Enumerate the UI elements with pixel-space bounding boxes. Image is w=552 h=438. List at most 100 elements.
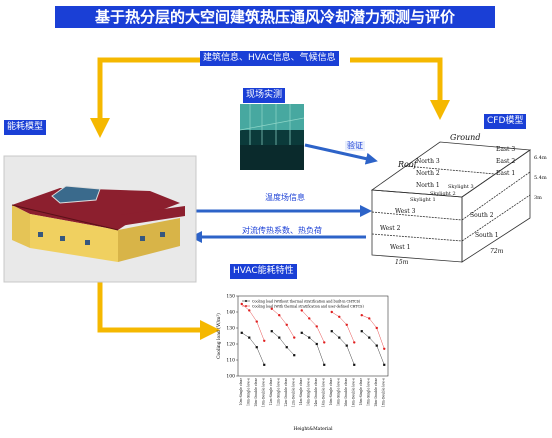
data-point (383, 347, 386, 350)
data-point (270, 330, 273, 333)
cfd-model-label: CFD模型 (484, 114, 527, 129)
y-axis-label: Cooling load (W/m²) (215, 313, 222, 359)
x-tick-label: 14m-Double clear (314, 378, 318, 407)
data-point (368, 317, 371, 320)
x-tick-label: 10m-Single clear (239, 378, 243, 406)
data-point (375, 326, 378, 330)
data-point (315, 342, 318, 346)
x-tick-label: 10m-Double clear (254, 378, 258, 407)
x-tick-label: 12m-Double clear (284, 378, 288, 407)
series-line (331, 311, 355, 343)
data-point (360, 314, 363, 317)
legend-entry: Cooling load (With thermal stratificatio… (252, 305, 364, 309)
data-point (345, 323, 348, 326)
data-point (353, 341, 356, 344)
legend-marker (245, 300, 247, 302)
x-tick-label: 14m-Single low-e (306, 378, 310, 406)
data-point (248, 309, 251, 312)
data-point (293, 336, 296, 339)
x-tick-label: 10m-Single low-e (246, 378, 250, 406)
cfd-zone: West 3 (395, 208, 416, 215)
cfd-zone: East 2 (496, 158, 516, 165)
legend-marker (245, 305, 247, 307)
legend-entry: Cooling load (Without thermal stratifica… (252, 300, 361, 304)
cfd-zone: East 1 (496, 170, 516, 177)
cfd-dim: 5.4m (534, 175, 547, 181)
data-point (330, 310, 333, 314)
cfd-zone: East 3 (496, 146, 516, 153)
window (160, 232, 165, 237)
cfd-dim: 72m (490, 248, 504, 255)
data-point (248, 336, 251, 339)
data-point (323, 363, 326, 366)
cfd-skylight: Skylight 3 (448, 184, 474, 190)
y-tick-label: 120 (226, 342, 235, 348)
window (38, 232, 43, 237)
arrow-verify (304, 143, 378, 165)
y-tick-label: 140 (226, 310, 235, 316)
y-tick-label: 100 (226, 374, 235, 380)
data-point (255, 346, 258, 349)
cfd-zone: South 1 (475, 232, 499, 239)
series-line (271, 331, 295, 356)
series-line (241, 303, 265, 341)
data-point (330, 330, 333, 333)
cfd-dim: 15m (395, 259, 409, 266)
x-tick-label: 18m-Single low-e (366, 378, 370, 406)
cfd-roof-label: Roof (398, 160, 417, 169)
data-point (368, 336, 371, 339)
arrow-back-label: 对流传热系数、热负荷 (242, 226, 322, 235)
series-line (301, 332, 325, 365)
y-tick-label: 130 (226, 326, 235, 332)
energy-model-label: 能耗模型 (4, 120, 47, 135)
building-model (11, 185, 185, 262)
cfd-skylight: Skylight 2 (430, 191, 456, 197)
cfd-model (370, 141, 532, 263)
data-point (360, 330, 363, 333)
x-tick-label: 16m-Single clear (329, 378, 333, 406)
temperature-field-label: 温度场信息 (265, 193, 305, 202)
cfd-skylight: Skylight 1 (410, 197, 436, 203)
cfd-zone: North 3 (416, 158, 440, 165)
hvac-energy-label: HVAC能耗特性 (230, 264, 297, 279)
data-point (308, 317, 311, 320)
series-line (241, 332, 265, 365)
arrow-inputs-to-energy (90, 57, 200, 138)
site-photo (239, 104, 305, 170)
data-point (270, 307, 273, 310)
data-point (278, 314, 281, 317)
data-point (240, 331, 243, 334)
x-tick-label: 14m-Single clear (299, 378, 303, 406)
x-tick-label: 12m-Double low-e (291, 378, 295, 407)
series-line (301, 310, 325, 343)
arrow-inputs-to-cfd (350, 57, 450, 120)
window (85, 240, 90, 245)
data-point (375, 344, 378, 347)
cfd-zone: South 2 (470, 212, 494, 219)
series-line (361, 315, 385, 349)
data-point (300, 309, 303, 312)
data-point (383, 363, 386, 366)
x-tick-label: 16m-Double clear (344, 378, 348, 407)
x-tick-label: 14m-Double low-e (321, 378, 325, 407)
series-line (361, 331, 385, 365)
page-title: 基于热分层的大空间建筑热压通风冷却潜力预测与评价 (55, 6, 495, 28)
cfd-dim: 6.4m (534, 155, 547, 161)
site-test-label: 现场实测 (243, 88, 286, 103)
series-line (271, 308, 295, 338)
x-tick-label: 18m-Double clear (374, 378, 378, 407)
cfd-ground-label: Ground (450, 133, 481, 142)
verify-label: 验证 (345, 141, 365, 151)
x-tick-label: 10m-Double low-e (261, 378, 265, 407)
data-point (308, 336, 311, 339)
cfd-dim: 3m (534, 195, 542, 201)
data-point (345, 344, 348, 347)
data-point (285, 346, 288, 349)
cfd-zone: West 1 (390, 244, 411, 251)
window (60, 236, 65, 241)
plot-area (237, 295, 389, 377)
x-tick-label: 12m-Single clear (269, 378, 273, 406)
data-point (315, 325, 318, 328)
